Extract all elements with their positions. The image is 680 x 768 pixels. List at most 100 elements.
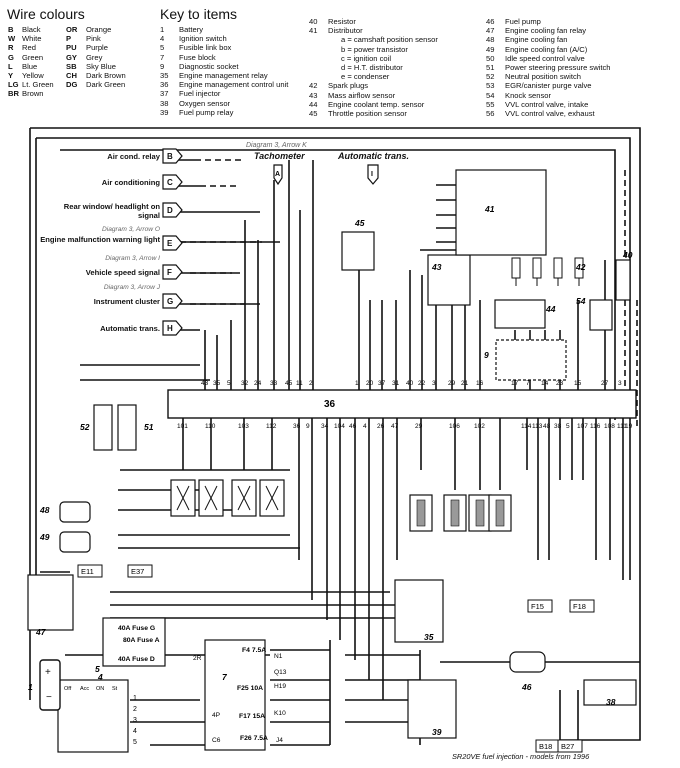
colour-code: LG xyxy=(8,80,19,90)
control-valve xyxy=(409,494,433,532)
svg-text:E37: E37 xyxy=(131,567,144,576)
key-label: Fuel pump xyxy=(505,17,541,26)
key-number: 52 xyxy=(486,72,495,82)
key-number: 53 xyxy=(486,81,495,91)
ecu-top-pin: 27 xyxy=(601,380,609,387)
ecu-top-pin: 33 xyxy=(270,380,278,387)
ign-row: 3 xyxy=(133,717,137,724)
ecu-bottom-pin: 116 xyxy=(590,423,601,430)
ecu-bottom-pin: 114 xyxy=(521,423,532,430)
function-arrow-f: F xyxy=(162,264,183,280)
svg-text:C: C xyxy=(167,178,173,187)
connector-label: J4 xyxy=(276,737,283,744)
colour-code: CH xyxy=(66,71,77,81)
item-number: 4 xyxy=(97,672,103,682)
ecu-bottom-pin: 112 xyxy=(266,423,277,430)
spark-plug-42 xyxy=(574,257,584,286)
key-label: Knock sensor xyxy=(505,90,552,100)
ecu-bottom-pin: 101 xyxy=(177,423,188,430)
item-number: 38 xyxy=(606,697,616,707)
colour-code: SB xyxy=(66,61,77,71)
colour-name: Purple xyxy=(86,43,108,53)
relay-35 xyxy=(394,579,444,643)
function-label: Rear window/ headlight on signal xyxy=(63,202,160,220)
ecu-bottom-pin: 110 xyxy=(205,423,216,430)
item-number: 42 xyxy=(575,262,586,272)
svg-text:E: E xyxy=(167,239,173,248)
colour-name: Dark Brown xyxy=(86,71,126,81)
connector-label: 2R xyxy=(193,655,202,662)
key-number: 46 xyxy=(486,17,495,26)
item-number: 45 xyxy=(354,218,365,228)
key-item: 53 EGR/canister purge valve xyxy=(486,81,611,90)
ign-row: 4 xyxy=(133,728,137,735)
neutral-switch-52 xyxy=(93,404,113,451)
key-label: c = ignition coil xyxy=(341,53,392,63)
item-number: 43 xyxy=(431,262,442,272)
ecu-block xyxy=(167,389,637,419)
item-number: 49 xyxy=(39,532,50,542)
key-heading: Key to items xyxy=(160,6,238,22)
key-item: d = H.T. distributor xyxy=(309,63,438,72)
fuse-label: 40A Fuse G xyxy=(118,625,155,632)
svg-text:B27: B27 xyxy=(561,742,574,751)
connector-label: Q13 xyxy=(274,669,287,676)
control-valve xyxy=(488,494,512,532)
spark-plug-42 xyxy=(553,257,563,286)
ecu-top-pin: 3 xyxy=(432,380,436,387)
ecu-bottom-pin: 26 xyxy=(377,423,385,430)
colour-name: Blue xyxy=(22,61,38,71)
key-number: 45 xyxy=(309,109,318,119)
function-label: Instrument cluster xyxy=(93,297,160,306)
key-label: Fuel injector xyxy=(179,89,221,99)
wire-colours-heading: Wire colours xyxy=(7,6,85,22)
key-number: 35 xyxy=(160,71,169,81)
colour-code: DG xyxy=(66,80,78,90)
ecu-bottom-pin: 108 xyxy=(604,423,615,430)
fuel-injector-37 xyxy=(170,479,196,517)
ign-row: 1 xyxy=(133,695,137,702)
colour-name: Brown xyxy=(22,89,44,99)
ecu-top-pin: 37 xyxy=(378,380,386,387)
function-label: Engine malfunction warning light xyxy=(40,235,160,244)
key-label: Engine cooling fan (A/C) xyxy=(505,44,588,54)
key-number: 40 xyxy=(309,17,318,26)
connector-label: 4P xyxy=(212,712,221,719)
key-label: EGR/canister purge valve xyxy=(505,81,592,91)
function-arrow-h: H xyxy=(162,320,183,336)
key-number: 4 xyxy=(160,34,165,44)
tacho-label: Tachometer xyxy=(254,151,305,161)
key-label: Idle speed control valve xyxy=(505,53,585,63)
ignition-switch-4 xyxy=(57,679,129,753)
fuse-label: 40A Fuse D xyxy=(118,656,155,663)
key-label: Resistor xyxy=(328,17,356,26)
tps-45 xyxy=(341,231,375,271)
fuse-label: F26 7.5A xyxy=(240,735,268,742)
connector-label: K10 xyxy=(274,710,286,717)
item-number: 51 xyxy=(144,422,154,432)
item-number: 41 xyxy=(484,204,495,214)
fuel-injector-37 xyxy=(259,479,285,517)
ecu-top-pin: 2 xyxy=(309,380,313,387)
colour-name: Dark Green xyxy=(86,80,126,90)
item-number: 5 xyxy=(95,664,100,674)
ecu-top-pin: 5 xyxy=(227,380,231,387)
ground-e11: E11 xyxy=(77,564,103,578)
svg-text:D: D xyxy=(167,206,173,215)
colour-code: BR xyxy=(8,89,19,99)
ecu-bottom-pin: 46 xyxy=(349,423,357,430)
ign-col: Off xyxy=(64,686,72,692)
power-steering-switch-51 xyxy=(117,404,137,451)
